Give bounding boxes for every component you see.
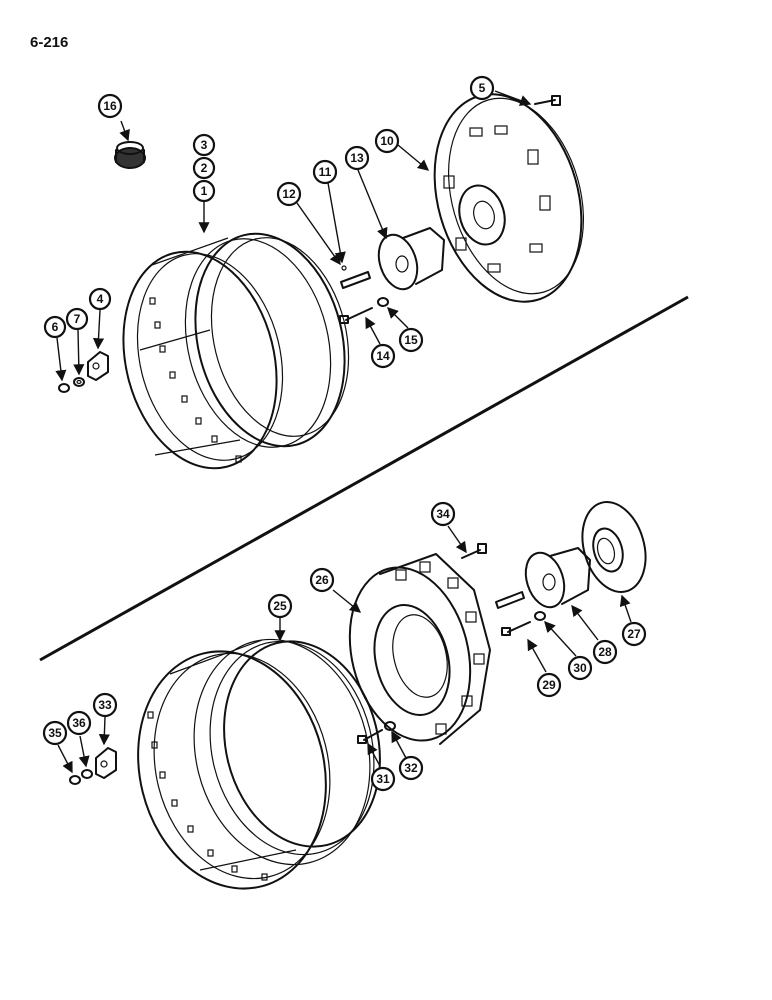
washer-part-32 [384,721,396,731]
callout-15: 15 [398,327,424,353]
svg-text:12: 12 [282,187,296,201]
clamp-part [87,351,109,381]
callout-10: 10 [374,128,400,154]
callout-30: 30 [567,655,593,681]
svg-text:1: 1 [201,184,208,198]
clamp-part-33 [95,747,117,779]
svg-text:25: 25 [273,599,287,613]
svg-text:14: 14 [376,349,390,363]
divider-line [39,295,689,662]
flange-part [581,501,647,593]
callout-36: 36 [66,710,92,736]
svg-text:7: 7 [74,312,81,326]
svg-text:32: 32 [404,761,418,775]
callout-34: 34 [430,501,456,527]
callout-35: 35 [42,720,68,746]
callout-11: 11 [312,159,338,185]
plug-part [114,141,146,169]
nut-part [58,383,70,393]
svg-text:15: 15 [404,333,418,347]
callout-6: 6 [43,315,67,339]
callout-27: 27 [621,621,647,647]
callout-4: 4 [88,287,112,311]
wheel-disc-part [433,93,585,303]
callout-5: 5 [469,75,495,101]
callout-28: 28 [592,639,618,665]
key-part [340,265,371,289]
washer-part-36 [81,769,93,779]
svg-text:6: 6 [52,320,59,334]
svg-text:26: 26 [315,573,329,587]
callout-29: 29 [536,672,562,698]
svg-text:2: 2 [201,161,208,175]
callout-26: 26 [309,567,335,593]
callout-25: 25 [267,593,293,619]
svg-text:28: 28 [598,645,612,659]
callout-2: 2 [192,156,216,180]
callout-32: 32 [398,755,424,781]
svg-text:5: 5 [479,81,486,95]
svg-text:35: 35 [48,726,62,740]
cast-centre-part [348,553,491,745]
svg-text:36: 36 [72,716,86,730]
hub-part [377,227,445,291]
svg-text:11: 11 [319,165,332,179]
svg-text:10: 10 [380,134,394,148]
svg-text:31: 31 [376,772,390,786]
bolt-part [339,307,373,324]
washer-part-30 [534,611,546,621]
callout-7: 7 [65,307,89,331]
callout-3: 3 [192,133,216,157]
bolt-part-31 [357,729,383,744]
key-part-lower [495,591,525,609]
nut-part-35 [69,775,81,785]
svg-text:3: 3 [201,138,208,152]
svg-text:33: 33 [98,698,112,712]
leader-lines [55,90,632,774]
bolt-part-34 [461,543,487,559]
callout-1: 1 [192,179,216,203]
svg-text:27: 27 [627,627,641,641]
callout-14: 14 [370,343,396,369]
callout-13: 13 [344,145,370,171]
page-code: 6-216 [30,34,69,51]
svg-text:34: 34 [436,507,450,521]
bolt-part-5 [534,95,561,106]
upper-rim [122,232,350,470]
bolt-part-29 [501,621,531,636]
callout-16: 16 [97,93,123,119]
callout-33: 33 [92,692,118,718]
washer-part [73,377,85,387]
svg-text:29: 29 [542,678,556,692]
svg-text:16: 16 [103,99,117,113]
callout-31: 31 [370,766,396,792]
svg-text:4: 4 [97,292,104,306]
hub-part-28 [524,547,591,609]
svg-text:13: 13 [350,151,364,165]
svg-text:30: 30 [573,661,587,675]
washer-part-15 [377,297,389,307]
callout-12: 12 [276,181,302,207]
lower-rim [137,638,381,890]
